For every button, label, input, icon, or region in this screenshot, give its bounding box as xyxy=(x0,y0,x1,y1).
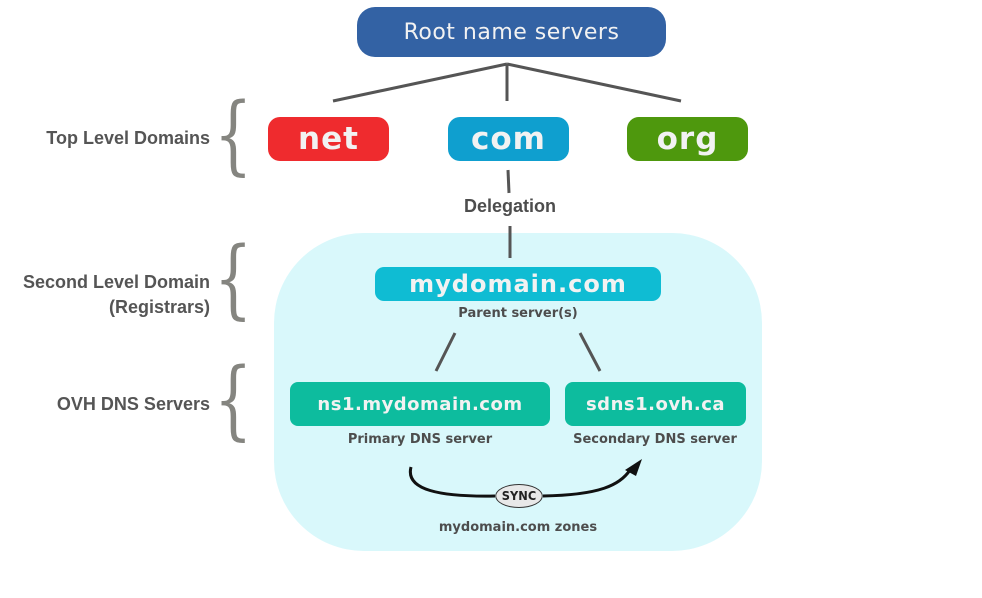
com-to-delegation-line xyxy=(506,169,511,194)
primary-dns-caption: Primary DNS server xyxy=(347,432,493,447)
secondary-dns-caption: Secondary DNS server xyxy=(573,432,737,447)
second-level-label-line1: Second Level Domain xyxy=(22,272,210,292)
zones-caption: mydomain.com zones xyxy=(438,520,598,535)
tld-net-node: net xyxy=(268,117,389,161)
primary-dns-node: ns1.mydomain.com xyxy=(290,382,550,426)
dns-servers-brace-icon: { xyxy=(214,350,253,450)
secondary-dns-node: sdns1.ovh.ca xyxy=(565,382,746,426)
sync-arrowhead xyxy=(625,459,642,476)
root-name-servers-node: Root name servers xyxy=(357,7,666,57)
parent-servers-caption: Parent server(s) xyxy=(458,306,578,321)
root-to-org-line xyxy=(506,62,682,103)
root-to-net-line xyxy=(332,62,508,103)
sld-to-primary-line xyxy=(434,332,457,372)
second-level-domain-label: Second Level Domain (Registrars) xyxy=(0,270,210,320)
tld-org-node: org xyxy=(627,117,748,161)
top-level-domains-label: Top Level Domains xyxy=(46,128,210,148)
sync-arrow xyxy=(408,466,632,498)
top-level-brace-icon: { xyxy=(214,85,253,185)
sld-to-secondary-line xyxy=(578,332,602,372)
second-level-domain-node: mydomain.com xyxy=(375,267,661,301)
second-level-label-line2: (Registrars) xyxy=(108,297,210,317)
tld-com-node: com xyxy=(448,117,569,161)
ovh-dns-servers-label: OVH DNS Servers xyxy=(56,394,210,414)
second-level-brace-icon: { xyxy=(214,229,253,329)
delegation-label: Delegation xyxy=(463,196,556,216)
sync-badge: SYNC xyxy=(495,484,543,508)
